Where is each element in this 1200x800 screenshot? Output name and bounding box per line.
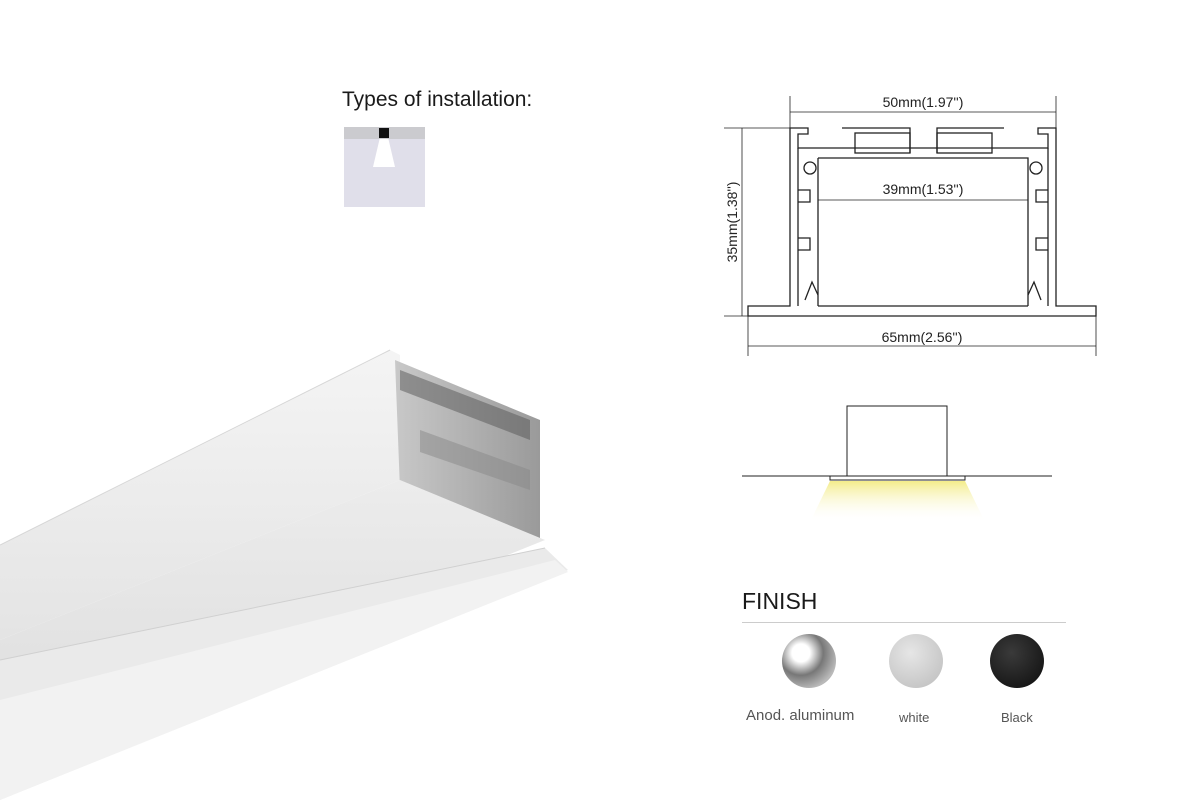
dim-inner-width: 39mm(1.53'') bbox=[883, 181, 964, 197]
swatch-anodized-aluminum bbox=[782, 634, 836, 688]
divider bbox=[742, 622, 1066, 623]
finish-label-black: Black bbox=[1001, 710, 1033, 725]
recessed-installation-icon bbox=[344, 127, 425, 207]
swatch-white bbox=[889, 634, 943, 688]
recessed-install-diagram bbox=[742, 405, 1052, 522]
finish-title: FINISH bbox=[742, 588, 818, 614]
dim-top-width: 50mm(1.97'') bbox=[883, 94, 964, 110]
dim-height: 35mm(1.38'') bbox=[724, 182, 740, 263]
profile-outline bbox=[747, 127, 1097, 317]
swatch-black bbox=[990, 634, 1044, 688]
dim-bottom-width: 65mm(2.56'') bbox=[882, 329, 963, 345]
finish-label-white: white bbox=[899, 710, 930, 725]
installation-title: Types of installation: bbox=[342, 88, 533, 111]
finish-label-anodized: Anod. aluminum bbox=[746, 707, 855, 724]
